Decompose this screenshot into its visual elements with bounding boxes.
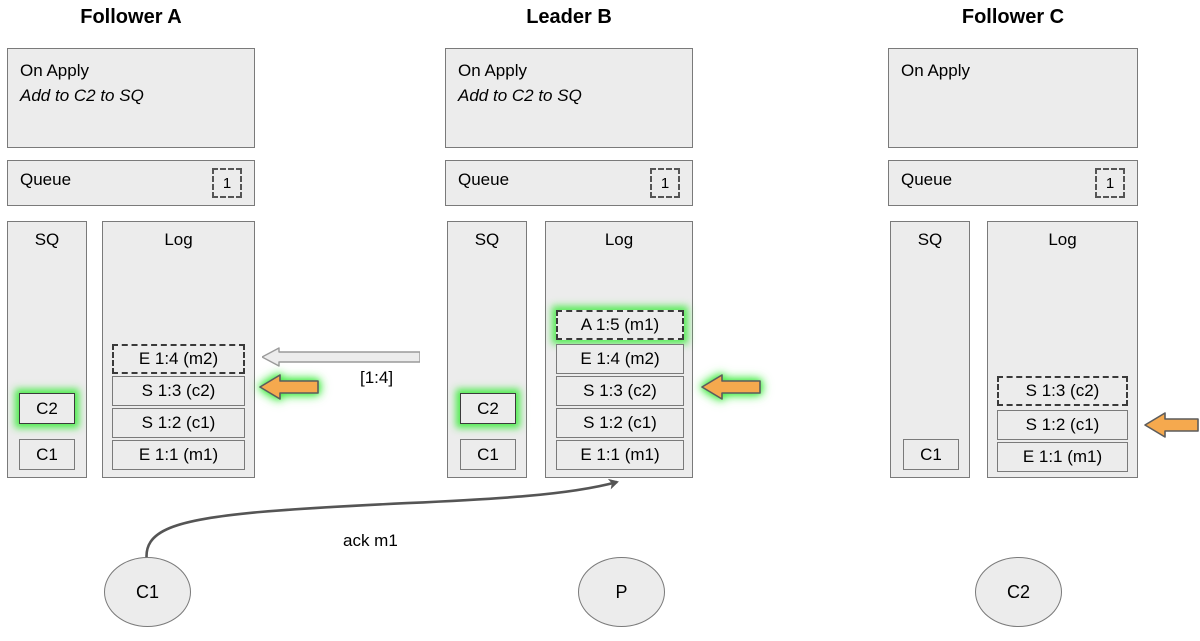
log-entry-leader-b-2: S 1:3 (c2) (556, 376, 684, 406)
sq-item-leader-b-c1: C1 (460, 439, 516, 470)
log-entry-follower-c-2: E 1:1 (m1) (997, 442, 1128, 472)
apply-pointer-arrow-leader-b-icon (700, 372, 762, 402)
on-apply-panel-leader-b: On Apply Add to C2 to SQ (445, 48, 693, 148)
sq-label-follower-c: SQ (917, 230, 943, 249)
sq-item-follower-a-c2: C2 (19, 393, 75, 424)
on-apply-heading-leader-b: On Apply (458, 61, 527, 80)
log-entry-follower-a-0: E 1:4 (m2) (112, 344, 245, 374)
client-circle-c2[interactable]: C2 (975, 557, 1062, 627)
sq-panel-leader-b: SQ (447, 221, 527, 478)
log-entry-follower-a-1: S 1:3 (c2) (112, 376, 245, 406)
client-circle-c1[interactable]: C1 (104, 557, 191, 627)
log-entry-leader-b-4: E 1:1 (m1) (556, 440, 684, 470)
on-apply-action-follower-a: Add to C2 to SQ (20, 85, 144, 105)
on-apply-action-leader-b: Add to C2 to SQ (458, 85, 582, 105)
apply-pointer-arrow-follower-c-icon (1143, 410, 1200, 440)
queue-label-follower-c: Queue (901, 170, 953, 189)
on-apply-text-follower-a: On Apply Add to C2 to SQ (20, 59, 144, 108)
on-apply-text-leader-b: On Apply Add to C2 to SQ (458, 59, 582, 108)
on-apply-panel-follower-c: On Apply (888, 48, 1138, 148)
sq-label-follower-a: SQ (34, 230, 60, 249)
queue-label-leader-b: Queue (458, 170, 510, 189)
apply-pointer-arrow-follower-a-icon (258, 372, 320, 402)
log-entry-leader-b-0: A 1:5 (m1) (556, 310, 684, 340)
on-apply-heading-follower-a: On Apply (20, 61, 89, 80)
log-entry-follower-a-2: S 1:2 (c1) (112, 408, 245, 438)
queue-panel-follower-c: Queue 1 (888, 160, 1138, 206)
on-apply-panel-follower-a: On Apply Add to C2 to SQ (7, 48, 255, 148)
sq-label-leader-b: SQ (474, 230, 500, 249)
producer-circle-p[interactable]: P (578, 557, 665, 627)
queue-label-follower-a: Queue (20, 170, 72, 189)
ack-m1-label: ack m1 (343, 531, 398, 550)
replicate-arrow-label: [1:4] (360, 368, 394, 387)
log-entry-leader-b-1: E 1:4 (m2) (556, 344, 684, 374)
queue-count-badge-follower-a: 1 (212, 168, 242, 198)
sq-item-follower-c-c1: C1 (903, 439, 959, 470)
on-apply-text-follower-c: On Apply (901, 59, 970, 84)
log-entry-follower-c-1: S 1:2 (c1) (997, 410, 1128, 440)
sq-panel-follower-c: SQ (890, 221, 970, 478)
log-label-leader-b: Log (604, 230, 634, 249)
log-entry-leader-b-3: S 1:2 (c1) (556, 408, 684, 438)
queue-panel-follower-a: Queue 1 (7, 160, 255, 206)
node-title-leader-b: Leader B (526, 6, 612, 28)
log-label-follower-c: Log (1048, 230, 1077, 249)
log-entry-follower-c-0: S 1:3 (c2) (997, 376, 1128, 406)
node-title-follower-a: Follower A (80, 6, 182, 28)
log-entry-follower-a-3: E 1:1 (m1) (112, 440, 245, 470)
sq-item-leader-b-c2: C2 (460, 393, 516, 424)
replicate-arrow-gray-icon (261, 346, 421, 368)
sq-item-follower-a-c1: C1 (19, 439, 75, 470)
sq-panel-follower-a: SQ (7, 221, 87, 478)
queue-panel-leader-b: Queue 1 (445, 160, 693, 206)
node-title-follower-c: Follower C (961, 6, 1065, 28)
queue-count-badge-follower-c: 1 (1095, 168, 1125, 198)
log-label-follower-a: Log (164, 230, 193, 249)
queue-count-badge-leader-b: 1 (650, 168, 680, 198)
on-apply-heading-follower-c: On Apply (901, 61, 970, 80)
